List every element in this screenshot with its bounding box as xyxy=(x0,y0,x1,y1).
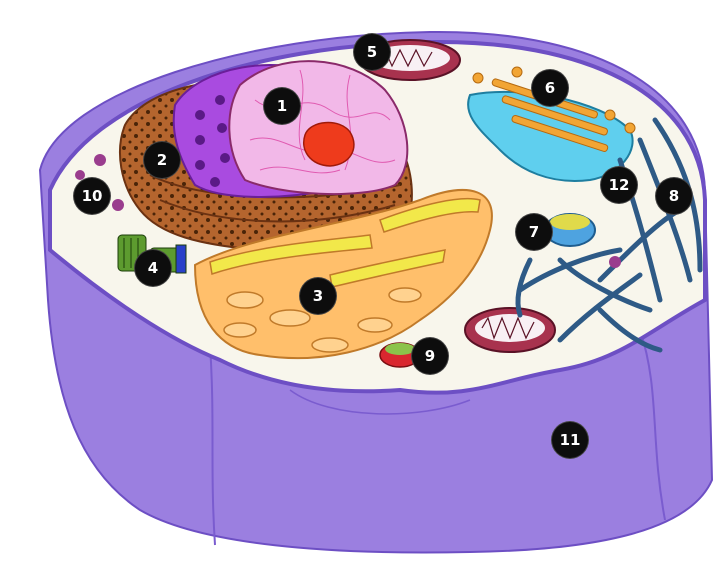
marker-lysosome: 9 xyxy=(412,338,448,374)
marker-mitochondrion: 5 xyxy=(354,34,390,70)
marker-rough-endoplasmic-reticulum: 2 xyxy=(144,142,180,178)
marker-ribosome: 10 xyxy=(74,178,110,214)
marker-vesicle: 7 xyxy=(516,214,552,250)
marker-cytoplasm: 12 xyxy=(601,167,637,203)
marker-cytoskeleton: 8 xyxy=(656,178,692,214)
marker-nucleus: 1 xyxy=(264,88,300,124)
mitochondrion-bottom xyxy=(465,308,555,352)
marker-centriole: 4 xyxy=(135,250,171,286)
nucleolus-shape xyxy=(304,123,354,166)
marker-smooth-endoplasmic-reticulum: 3 xyxy=(300,278,336,314)
marker-golgi-apparatus: 6 xyxy=(532,70,568,106)
marker-cell-membrane: 11 xyxy=(552,422,588,458)
